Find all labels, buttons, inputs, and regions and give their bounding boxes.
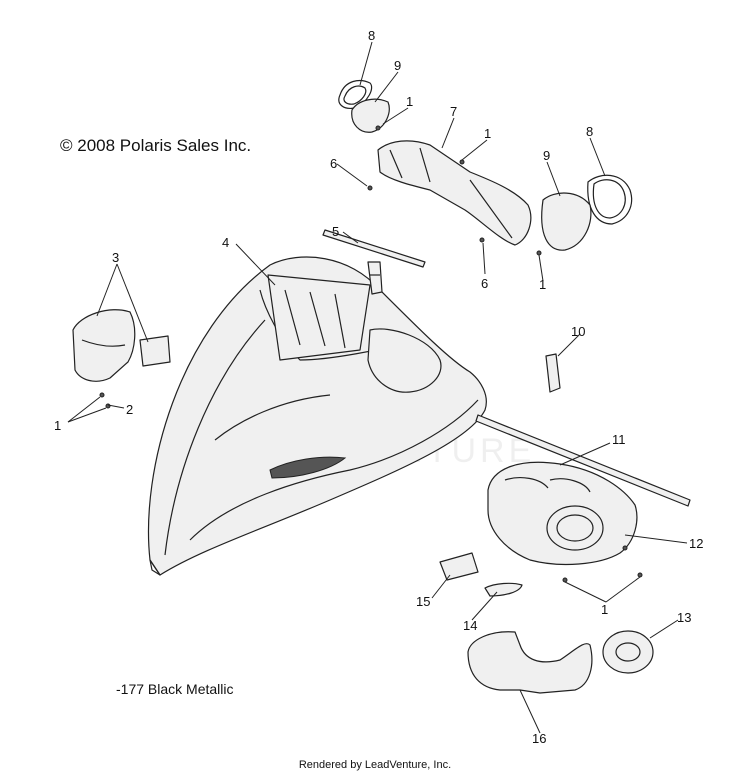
hood-part-4	[147, 256, 487, 576]
pad-part-16	[467, 631, 593, 694]
trim-strip-part-5	[322, 229, 426, 268]
callout-labels: 8 9 1 7 1 6 8 9 4 5 3 6 1 10 2 1 11 12 1…	[54, 28, 703, 746]
callout-5: 5	[332, 224, 339, 239]
callout-16: 16	[532, 731, 546, 746]
fasteners	[99, 125, 643, 583]
lens-part-9-top	[351, 98, 390, 133]
callout-12: 12	[689, 536, 703, 551]
bracket-part-10	[545, 353, 561, 393]
callout-4: 4	[222, 235, 229, 250]
decal-part-14	[484, 582, 523, 597]
clip-part-6	[367, 261, 383, 295]
callout-1: 1	[484, 126, 491, 141]
foam-ring-part-13	[602, 630, 654, 674]
lens-bezel-part-8-top	[338, 80, 373, 109]
lens-part-9-right	[541, 192, 592, 251]
callout-9: 9	[543, 148, 550, 163]
color-note: -177 Black Metallic	[116, 681, 234, 697]
callout-1: 1	[406, 94, 413, 109]
callout-1: 1	[54, 418, 61, 433]
callout-3: 3	[112, 250, 119, 265]
callout-1: 1	[539, 277, 546, 292]
callout-15: 15	[416, 594, 430, 609]
dash-housing-part-7	[377, 140, 532, 246]
trim-strip-part-11	[475, 414, 691, 507]
callout-2: 2	[126, 402, 133, 417]
console-part-12	[487, 461, 638, 566]
callout-8: 8	[586, 124, 593, 139]
leader-lines	[67, 41, 688, 734]
callout-1: 1	[601, 602, 608, 617]
callout-13: 13	[677, 610, 691, 625]
callout-11: 11	[612, 432, 626, 447]
callout-9: 9	[394, 58, 401, 73]
callout-14: 14	[463, 618, 477, 633]
callout-7: 7	[450, 104, 457, 119]
callout-6: 6	[481, 276, 488, 291]
decal-part-15	[439, 552, 479, 581]
copyright-notice: © 2008 Polaris Sales Inc.	[60, 136, 252, 155]
render-credit: Rendered by LeadVenture, Inc.	[298, 759, 452, 771]
callout-8: 8	[368, 28, 375, 43]
side-panel-part-3	[72, 309, 171, 382]
callout-10: 10	[571, 324, 585, 339]
callout-6: 6	[330, 156, 337, 171]
lens-bezel-part-8-right	[587, 174, 633, 225]
